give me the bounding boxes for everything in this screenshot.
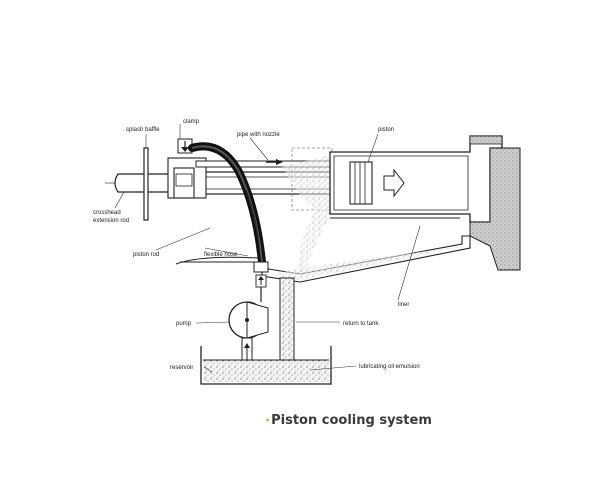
- caption-text: Piston cooling system: [271, 413, 432, 428]
- figure-caption: •Piston cooling system: [265, 413, 432, 428]
- leader-lines: [114, 124, 421, 373]
- label-crosshead-extension-rod-line2: extension rod: [93, 218, 129, 224]
- label-clamp: clamp: [183, 119, 200, 125]
- flexible-hose: [188, 142, 266, 266]
- label-return-to-tank: return to tank: [343, 321, 379, 327]
- piston: [349, 161, 405, 205]
- return-pipe: [279, 277, 295, 369]
- label-liner: liner: [398, 302, 409, 308]
- label-reservoir: reservoir: [170, 365, 193, 371]
- label-piston-rod: piston rod: [133, 252, 159, 258]
- label-piston: piston: [378, 127, 394, 133]
- caption-bullet-icon: •: [265, 416, 271, 425]
- label-lubricating-oil-emulsion: lubricating oil emulsion: [359, 364, 420, 370]
- label-pump: pump: [176, 321, 192, 327]
- collecting-tray: [175, 235, 471, 283]
- pump: [228, 301, 269, 369]
- reservoir: [200, 346, 332, 385]
- oil-spray: [282, 155, 336, 280]
- label-splash-baffle: splash baffle: [126, 127, 160, 133]
- splash-baffle: [143, 147, 149, 221]
- label-crosshead-extension-rod-line1: crosshead: [93, 210, 121, 216]
- label-pipe-with-nozzle: pipe with nozzle: [237, 132, 280, 138]
- label-flexible-hose: flexible hose: [204, 252, 238, 258]
- engine-frame: [469, 147, 521, 271]
- hose-connector: [253, 261, 269, 288]
